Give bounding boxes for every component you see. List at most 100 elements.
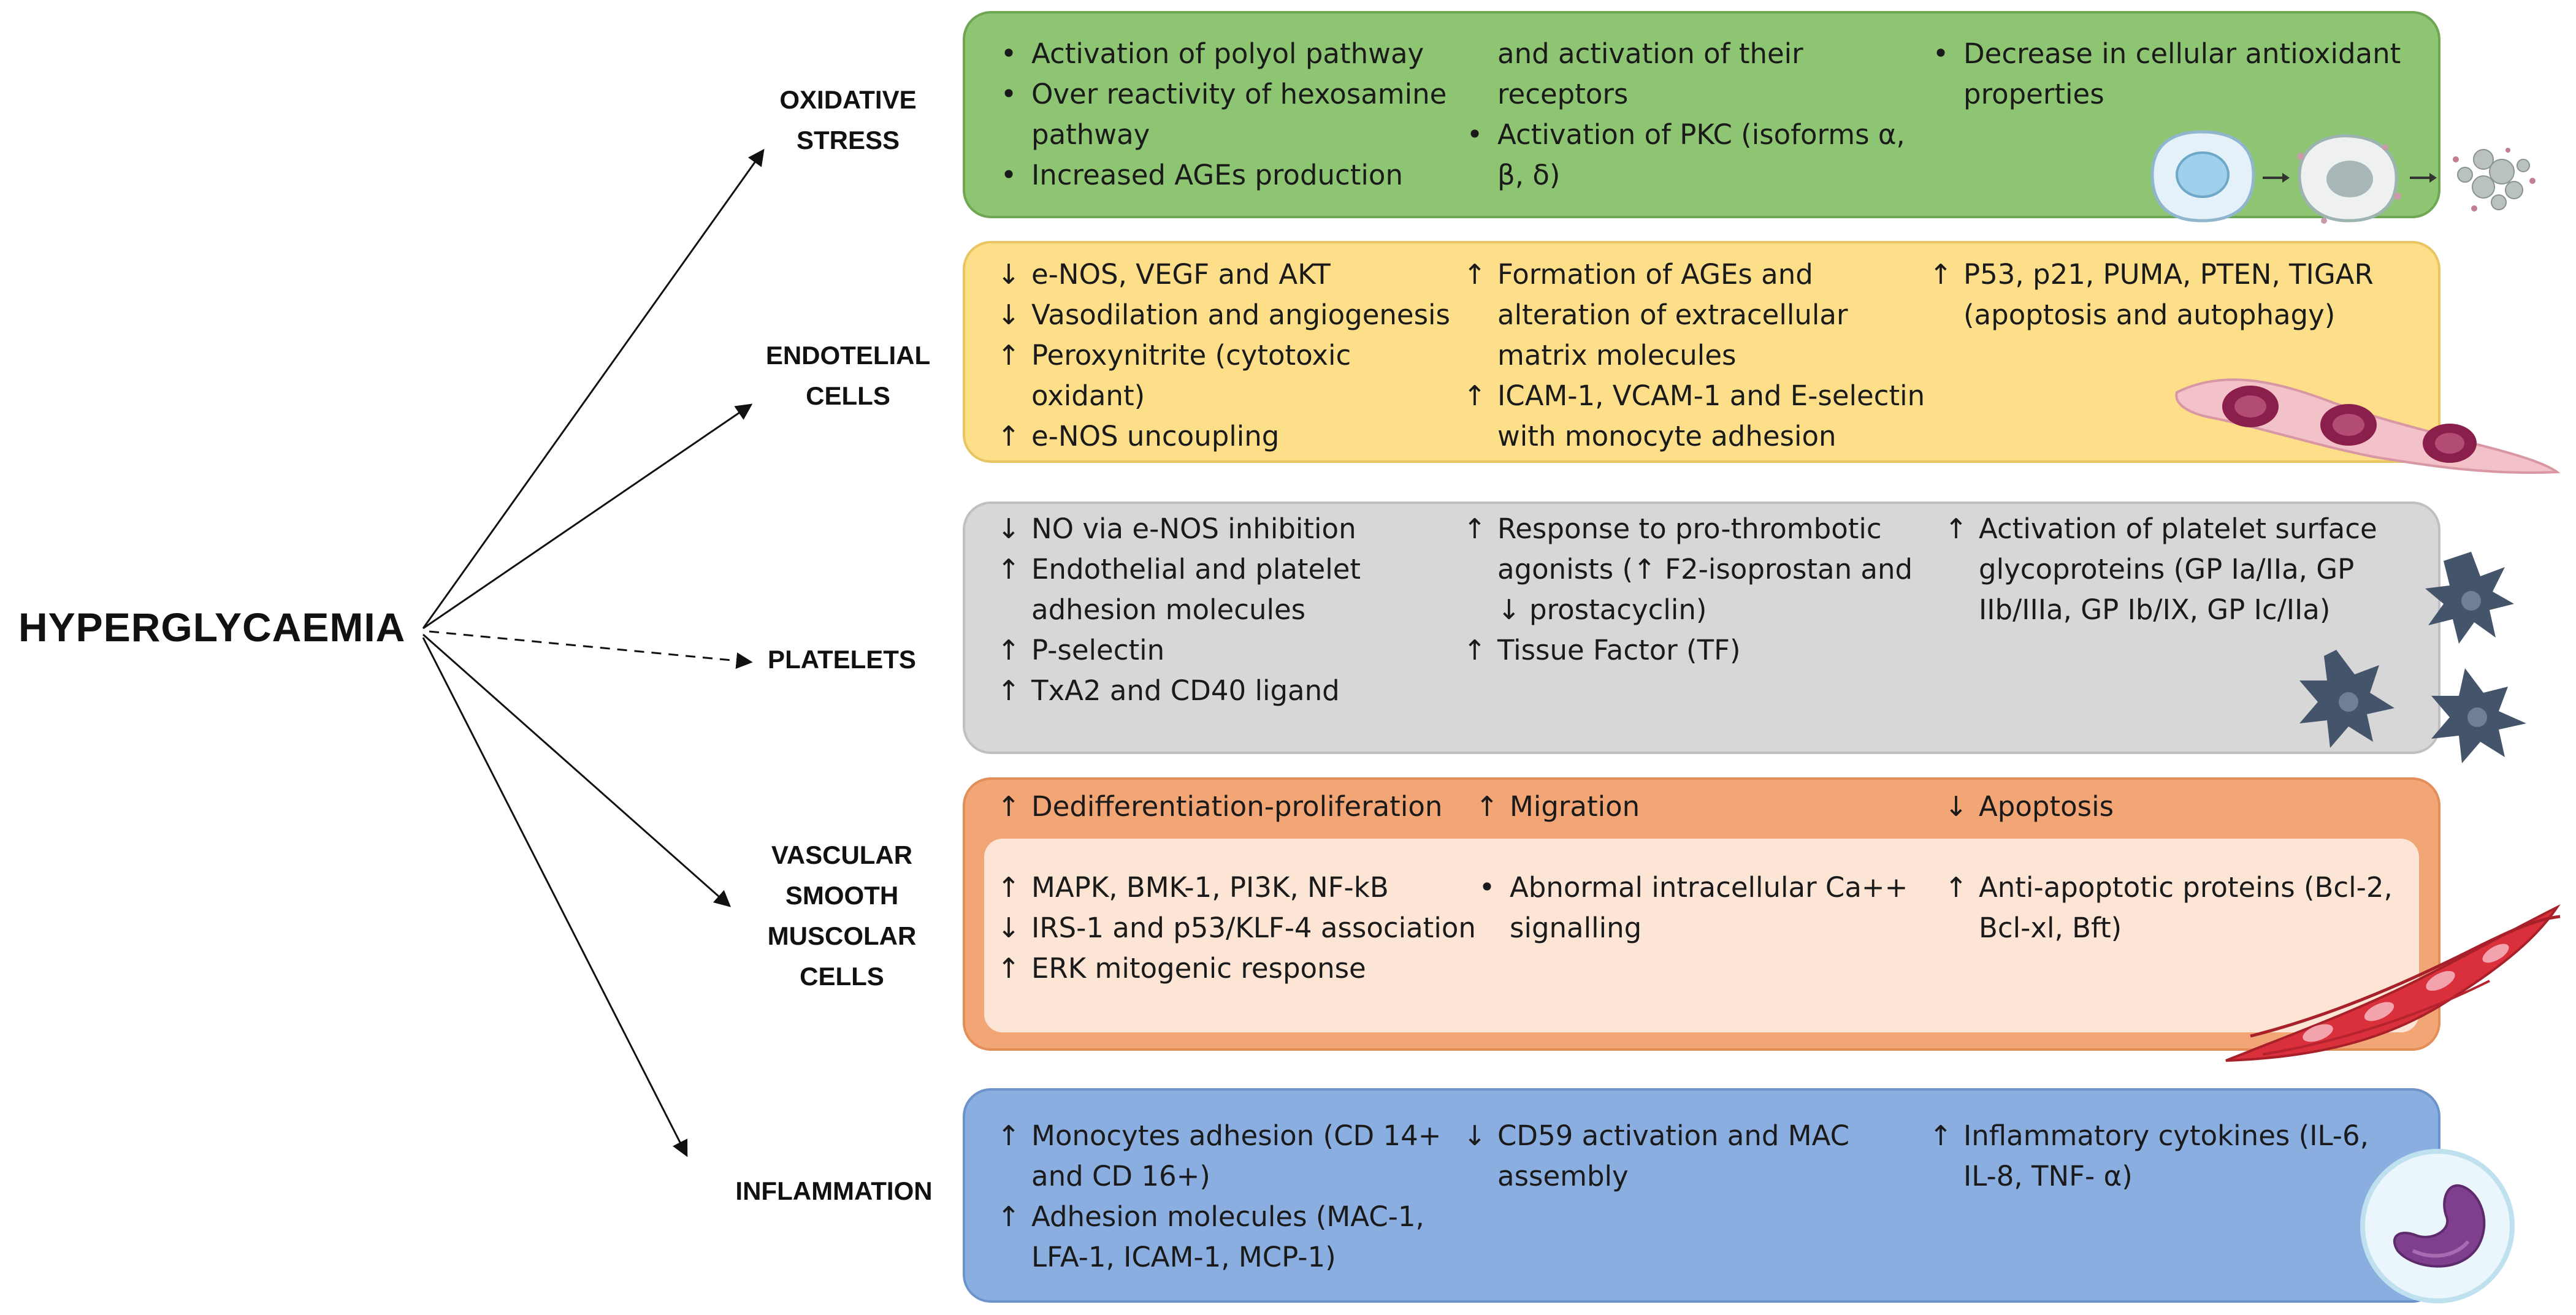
text-line: properties: [1963, 78, 2104, 110]
text-line: Inflammatory cytokines (IL-6,: [1963, 1119, 2369, 1152]
item-list: ↑Monocytes adhesion (CD 14+and CD 16+)↑ A…: [993, 1116, 1472, 1278]
list-item: •Activation of polyol pathway: [993, 34, 1472, 74]
item-list: ↑Inflammatory cytokines (IL-6,IL-8, TNF-…: [1925, 1116, 2416, 1197]
bullet-symbol: ↑: [997, 952, 1020, 985]
bullet-symbol: ↓: [997, 258, 1020, 291]
text-line: Abnormal intracellular Ca++: [1510, 871, 1908, 904]
item-list: •Activation of PKC (isoforms α,β, δ): [1459, 115, 1925, 196]
hyperglycaemia-root-label: HYPERGLYCAEMIA: [18, 604, 406, 650]
platelets-panel: [963, 501, 2440, 754]
bullet-symbol: ↓: [997, 513, 1020, 545]
text-line: Vasodilation and angiogenesis: [1031, 299, 1450, 331]
label-line: SMOOTH: [785, 881, 899, 910]
text-line: Activation of PKC (isoforms α,: [1497, 118, 1905, 151]
platelets-col-1: ↓ NO via e-NOS inhibition ↑ Endothelial and…: [993, 509, 1472, 711]
item-list: ↑P53, p21, PUMA, PTEN, TIGAR(apoptosis a…: [1925, 254, 2428, 335]
bullet-symbol: ↑: [997, 634, 1020, 666]
text-line: and activation of their: [1497, 37, 1803, 70]
endotelial-cells-panel: [963, 241, 2440, 463]
list-item: ↑MAPK, BMK-1, PI3K, NF-kB: [993, 867, 1484, 908]
list-item: ↑P-selectin: [993, 630, 1472, 671]
label-line: OXIDATIVE: [779, 85, 917, 114]
bullet-symbol: ↑: [997, 674, 1020, 707]
list-item: ↑Tissue Factor (TF): [1459, 630, 1950, 671]
text-line: Adhesion molecules (MAC-1,: [1031, 1200, 1424, 1233]
list-item: ↑Monocytes adhesion (CD 14+and CD 16+): [993, 1116, 1472, 1197]
oxidative-col-2-continuation: and activation of their receptors: [1459, 34, 1925, 115]
monocyte-icon: [2360, 1149, 2515, 1303]
bullet-symbol: ↑: [997, 420, 1020, 452]
arrow-to-inflammation: [422, 637, 688, 1157]
oxidative-col-2: and activation of their receptors •Activ…: [1459, 34, 1925, 196]
label-oxidative-stress: OXIDATIVE STRESS: [779, 80, 916, 161]
label-inflammation: INFLAMMATION: [735, 1171, 932, 1211]
list-item: ↓ NO via e-NOS inhibition: [993, 509, 1472, 549]
bullet-symbol: ↑: [1463, 379, 1486, 412]
list-item: ↑ e-NOS uncoupling: [993, 416, 1472, 457]
text-line: assembly: [1497, 1160, 1629, 1192]
arrow-to-platelets: [429, 630, 753, 669]
endothelial-cells-icon: [2175, 378, 2561, 474]
text-line: IL-8, TNF- α): [1963, 1160, 2133, 1192]
text-line: glycoproteins (GP Ia/IIa, GP: [1979, 553, 2355, 585]
text-line: Tissue Factor (TF): [1497, 634, 1741, 666]
text-line: Bcl-xl, Bft): [1979, 912, 2122, 944]
bullet-symbol: ↑: [1944, 871, 1968, 904]
text-line: TxA2 and CD40 ligand: [1031, 674, 1340, 707]
text-line: Peroxynitrite (cytotoxic: [1031, 339, 1351, 372]
endotelial-col-3: ↑P53, p21, PUMA, PTEN, TIGAR(apoptosis a…: [1925, 254, 2428, 335]
list-item: ↓IRS-1 and p53/KLF-4 association: [993, 908, 1484, 948]
list-item: ↓ e-NOS, VEGF and AKT: [993, 254, 1472, 295]
platelets-icon: [2299, 552, 2526, 763]
text-line: with monocyte adhesion: [1497, 420, 1836, 452]
text-line: Decrease in cellular antioxidant: [1963, 37, 2401, 70]
arrow-to-endotelial-cells: [422, 403, 753, 630]
text-line: agonists (↑ F2-isoprostan and: [1497, 553, 1913, 585]
bullet-symbol: •: [1478, 871, 1496, 904]
label-line: VASCULAR: [771, 840, 913, 869]
text-line: IIb/IIIa, GP Ib/IX, GP Ic/IIa): [1979, 593, 2331, 626]
text-line: NO via e-NOS inhibition: [1031, 513, 1356, 545]
text-line: signalling: [1510, 912, 1642, 944]
text-line: Formation of AGEs and: [1497, 258, 1813, 291]
vsmc-col-3: ↑ Anti-apoptotic proteins (Bcl-2, Bcl-xl, …: [1941, 867, 2431, 948]
text-line: oxidant): [1031, 379, 1145, 412]
text-line: receptors: [1497, 78, 1629, 110]
text-line: (apoptosis and autophagy): [1963, 299, 2336, 331]
text-line: Endothelial and platelet: [1031, 553, 1361, 585]
list-item: •Activation of PKC (isoforms α,β, δ): [1459, 115, 1925, 196]
vsmc-header-1: ↑Dedifferentiation-proliferation: [993, 787, 1472, 827]
label-line: CELLS: [800, 962, 884, 991]
vsmc-header-3: ↓Apoptosis: [1941, 787, 2370, 827]
bullet-symbol: ↑: [997, 553, 1020, 585]
bullet-symbol: ↑: [1475, 790, 1499, 823]
text-line: Activation of platelet surface: [1979, 513, 2377, 545]
bullet-symbol: ↑: [997, 1119, 1020, 1152]
text-line: e-NOS uncoupling: [1031, 420, 1280, 452]
bullet-symbol: ↓: [1463, 1119, 1486, 1152]
list-item: ↑Dedifferentiation-proliferation: [993, 787, 1472, 827]
bullet-symbol: •: [1000, 159, 1017, 191]
vsmc-inner-panel: [984, 839, 2419, 1032]
text-line: Anti-apoptotic proteins (Bcl-2,: [1979, 871, 2393, 904]
list-item: ↓Apoptosis: [1941, 787, 2370, 827]
text-line: β, δ): [1497, 159, 1561, 191]
text-line: Migration: [1510, 790, 1640, 823]
item-list: ↑MAPK, BMK-1, PI3K, NF-kB↓IRS-1 and p53/…: [993, 867, 1484, 989]
text-line: e-NOS, VEGF and AKT: [1031, 258, 1331, 291]
item-list: • Abnormal intracellular Ca++ signalling: [1472, 867, 1938, 948]
bullet-symbol: ↓: [1944, 790, 1968, 823]
label-line: ENDOTELIAL: [765, 341, 931, 370]
